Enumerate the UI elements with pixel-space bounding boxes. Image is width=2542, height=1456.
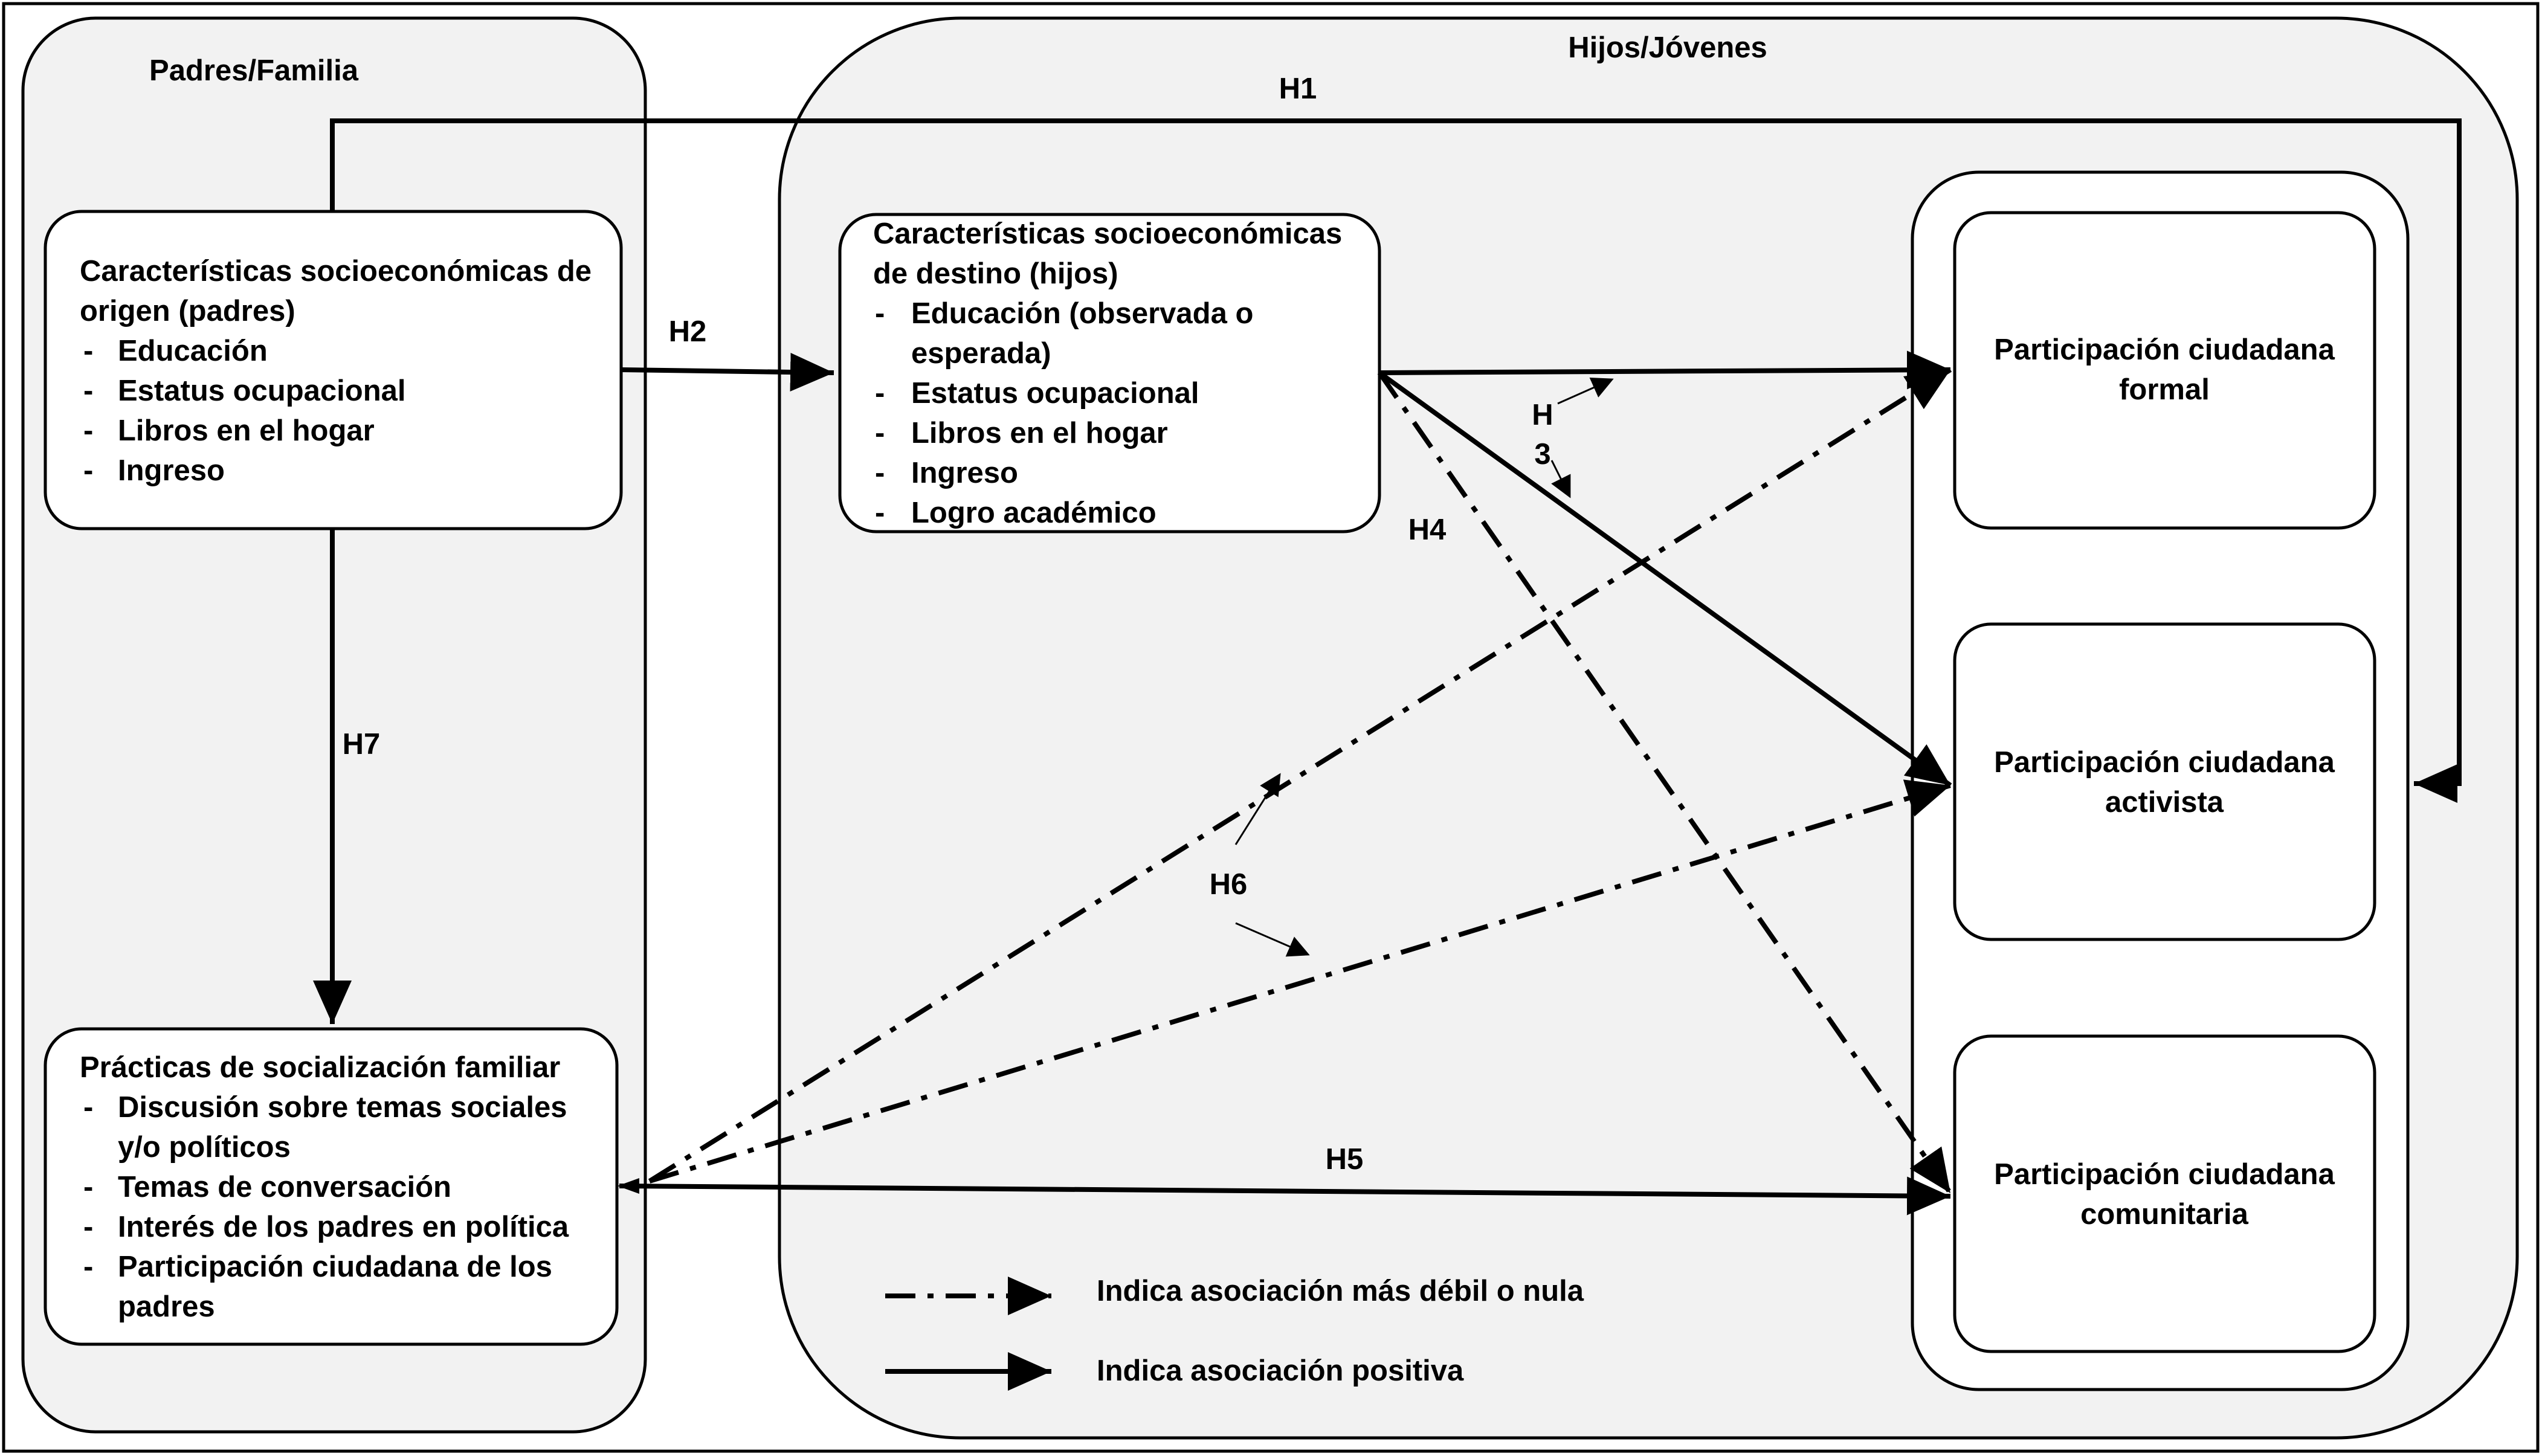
legend-dashed-label: Indica asociación más débil o nula [1097,1275,1584,1307]
origin-item: Ingreso [118,454,225,487]
socialization-box [44,1027,619,1346]
h2-label: H2 [669,315,707,348]
community-participation-line2: comunitaria [2080,1198,2248,1231]
destination-item-dash: - [875,497,885,529]
origin-item-dash: - [83,335,93,367]
activist-participation-line1: Participación ciudadana [1994,746,2335,779]
destination-title-line2: de destino (hijos) [873,257,1118,290]
destination-item-dash: - [875,457,885,489]
socialization-item-dash: - [83,1251,93,1283]
community-participation-box [1953,1034,2376,1353]
h3-pointer-down [1550,460,1571,498]
destination-item: Ingreso [911,457,1018,489]
h2-arrow [621,352,834,391]
h1-arrow [330,118,2462,803]
formal-participation-line1: Participación ciudadana [1994,333,2335,366]
socialization-item: Participación ciudadana de los [118,1251,552,1283]
h3-arrow-formal [1379,350,1951,390]
socialization-item: Temas de conversación [118,1171,451,1203]
destination-item: esperada) [911,337,1051,370]
socialization-item: y/o políticos [118,1131,291,1164]
legend-solid-label: Indica asociación positiva [1097,1355,1464,1387]
h5-label: H5 [1326,1143,1364,1176]
socialization-items: - Discusión sobre temas sociales y/o pol… [83,1091,569,1323]
h6-pointer-down [1235,922,1310,957]
destination-item-dash: - [875,297,885,330]
socialization-title: Prácticas de socialización familiar [80,1051,560,1084]
h7-label: H7 [343,728,381,761]
formal-participation-box [1953,211,2376,530]
socialization-item: padres [118,1290,215,1323]
origin-items: - Educación - Estatus ocupacional - Libr… [83,335,406,487]
region-parents-label: Padres/Familia [149,54,359,87]
socialization-item-dash: - [83,1211,93,1243]
origin-title-line2: origen (padres) [80,295,295,327]
formal-participation-line2: formal [2119,373,2210,406]
origin-item-dash: - [83,454,93,487]
origin-item: Educación [118,335,268,367]
h5-arrow [619,1176,1951,1216]
origin-item: Libros en el hogar [118,414,375,447]
h3-label-line1: H [1532,399,1553,431]
h6-pointer-up [1234,773,1281,845]
socialization-item: Discusión sobre temas sociales [118,1091,567,1124]
h6-arrow-formal [648,367,1952,1184]
region-children-label: Hijos/Jóvenes [1568,31,1767,64]
destination-item: Educación (observada o [911,297,1253,330]
activist-participation-line2: activista [2105,786,2224,819]
origin-item: Estatus ocupacional [118,375,406,407]
h4-label: H4 [1408,514,1447,546]
socialization-item-dash: - [83,1171,93,1203]
h3-arrow-activist [1378,370,1952,788]
activist-participation-box [1953,622,2376,941]
destination-item: Libros en el hogar [911,417,1168,449]
origin-title-line1: Características socioeconómicas de [80,255,592,288]
destination-item-dash: - [875,417,885,449]
h1-label: H1 [1279,72,1317,105]
h6-arrow-activist [648,779,1952,1184]
h4-arrow [1377,371,1953,1195]
destination-item: Logro académico [911,497,1156,529]
h5-start-arrowhead [618,1178,639,1194]
destination-title-line1: Características socioeconómicas [873,217,1342,250]
h3-label-line2: 3 [1534,438,1550,471]
destination-item: Estatus ocupacional [911,377,1199,410]
community-participation-line1: Participación ciudadana [1994,1158,2335,1191]
h3-pointer-up [1557,377,1614,405]
origin-item-dash: - [83,414,93,447]
socialization-item-dash: - [83,1091,93,1124]
socialization-item: Interés de los padres en política [118,1211,569,1243]
origin-item-dash: - [83,375,93,407]
h6-label: H6 [1210,868,1248,901]
destination-item-dash: - [875,377,885,410]
legend: Indica asociación más débil o nula Indic… [885,1275,1584,1391]
destination-items: - Educación (observada o esperada) - Est… [875,297,1253,529]
